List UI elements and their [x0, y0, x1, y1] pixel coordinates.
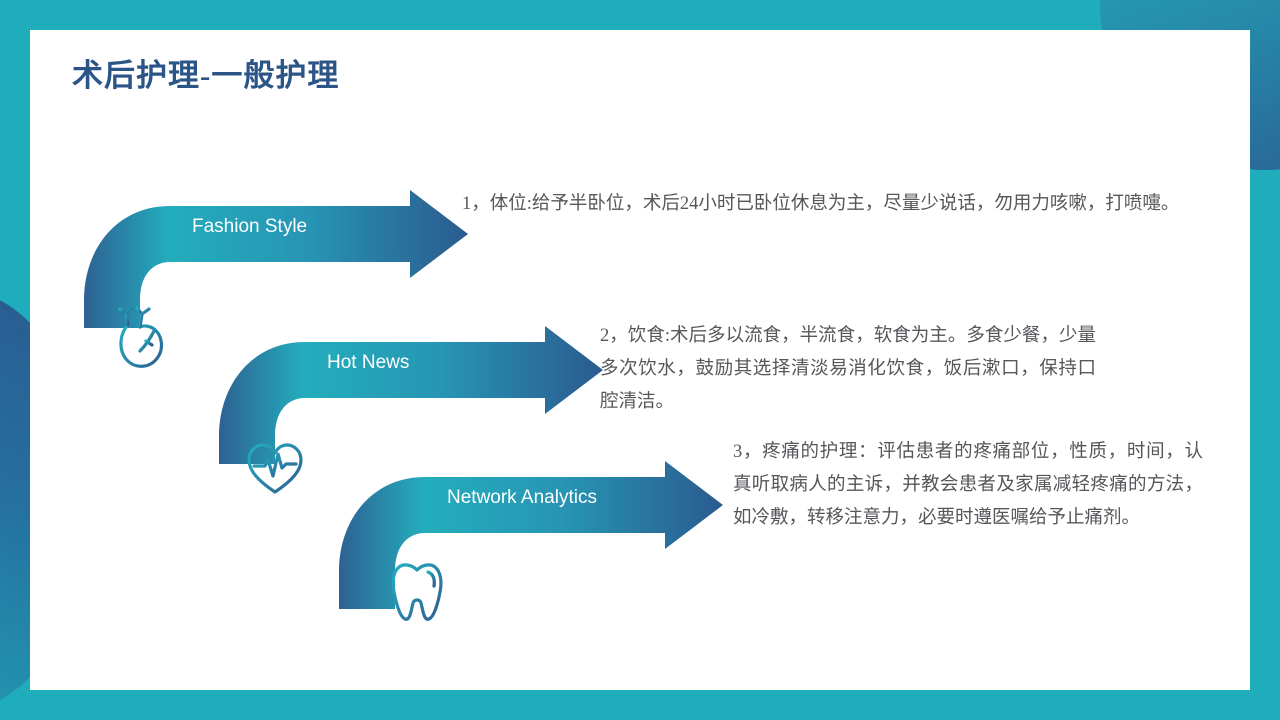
anatomical-heart-icon	[112, 305, 174, 378]
arrow-shape-2	[219, 326, 603, 464]
arrow-shape-3	[339, 461, 723, 609]
page-title: 术后护理-一般护理	[72, 58, 340, 93]
body-paragraph-2: 2，饮食:术后多以流食，半流食，软食为主。多食少餐，少量多次饮水，鼓励其选择清淡…	[600, 326, 1096, 412]
tooth-icon	[388, 561, 446, 628]
slide-content-card	[30, 30, 1250, 690]
body-paragraph-3: 3，疼痛的护理：评估患者的疼痛部位，性质，时间，认真听取病人的主诉，并教会患者及…	[733, 442, 1203, 528]
arrow-shape-1	[84, 190, 468, 328]
body-paragraph-1: 1，体位:给予半卧位，术后24小时已卧位休息为主，尽量少说话，勿用力咳嗽，打喷嚏…	[462, 194, 1180, 214]
heartbeat-heart-icon	[245, 442, 305, 503]
